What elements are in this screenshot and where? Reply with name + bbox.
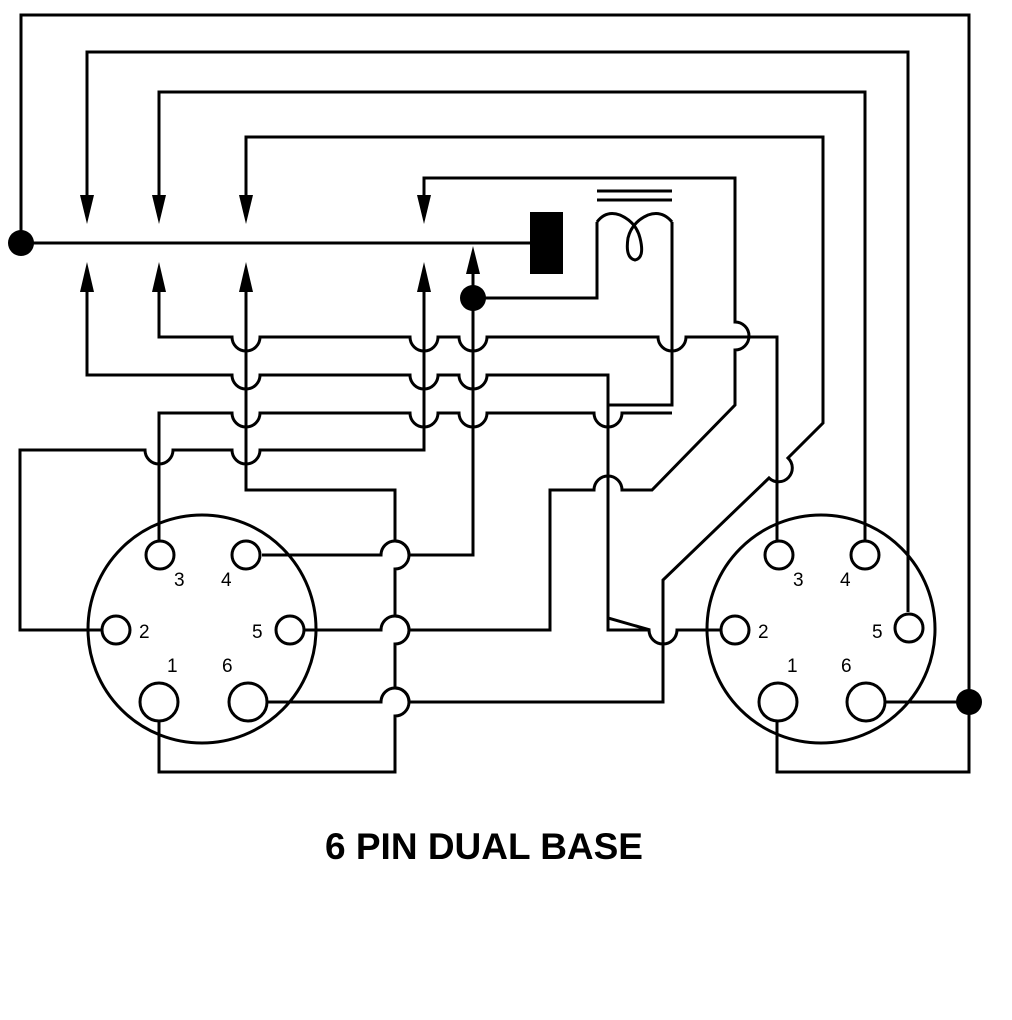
junction-dot-right (956, 689, 982, 715)
arrow-up-icon (80, 262, 94, 292)
right-pin-label: 6 (841, 656, 852, 677)
wire-outer (19, 13, 971, 774)
right-base: 3 4 2 5 1 6 (705, 513, 937, 745)
wire-row-450 (18, 270, 426, 632)
left-pin-3 (144, 539, 176, 571)
wire-row-413 (157, 411, 672, 540)
left-pin-label: 2 (139, 622, 150, 643)
arrow-up-icon (239, 262, 253, 292)
right-pin-label: 3 (793, 570, 804, 591)
right-pin-label: 2 (758, 622, 769, 643)
left-pin-1 (138, 681, 180, 723)
bump-vert (157, 539, 411, 774)
left-pin-label: 5 (252, 622, 263, 643)
junction-dot-left (8, 230, 34, 256)
left-pin-label: 6 (222, 656, 233, 677)
left-pin-4 (230, 539, 262, 571)
wire-right-pin2 (606, 375, 720, 646)
wire-junction-to-left-pin4 (409, 298, 475, 557)
wire-row-337 (157, 270, 779, 540)
wire-3 (157, 90, 867, 540)
switch-block-icon (530, 212, 563, 274)
right-pin-4 (849, 539, 881, 571)
right-pin-6 (845, 681, 887, 723)
right-pin-label: 4 (840, 570, 851, 591)
right-pin-1 (757, 681, 799, 723)
left-pin-6 (227, 681, 269, 723)
wire-coil-right (606, 222, 674, 490)
diagram-title: 6 PIN DUAL BASE (325, 826, 643, 867)
arrow-down-icon (80, 195, 94, 224)
arrow-down-icon (417, 195, 431, 224)
arrow-down-icon (239, 195, 253, 224)
right-pin-3 (763, 539, 795, 571)
left-pin-label: 3 (174, 570, 185, 591)
wire-vertical-246 (244, 270, 397, 541)
arrow-up-icon (466, 246, 480, 274)
arrow-up-icon (152, 262, 166, 292)
junction-dot-center (460, 285, 486, 311)
right-pin-label: 1 (787, 656, 798, 677)
left-pin-label: 4 (221, 570, 232, 591)
wire-2 (85, 50, 910, 612)
left-pin-5 (274, 614, 306, 646)
right-pin-2 (719, 614, 751, 646)
arrow-up-icon (417, 262, 431, 292)
right-pin-5 (893, 612, 925, 644)
left-pin-2 (100, 614, 132, 646)
wire-coil-left (473, 222, 599, 300)
arrow-down-icon (152, 195, 166, 224)
right-pin-label: 5 (872, 622, 883, 643)
coil-icon (595, 212, 674, 262)
left-pin-label: 1 (167, 656, 178, 677)
wire-4 (244, 135, 825, 704)
left-base: 3 4 2 5 1 6 (86, 513, 318, 745)
